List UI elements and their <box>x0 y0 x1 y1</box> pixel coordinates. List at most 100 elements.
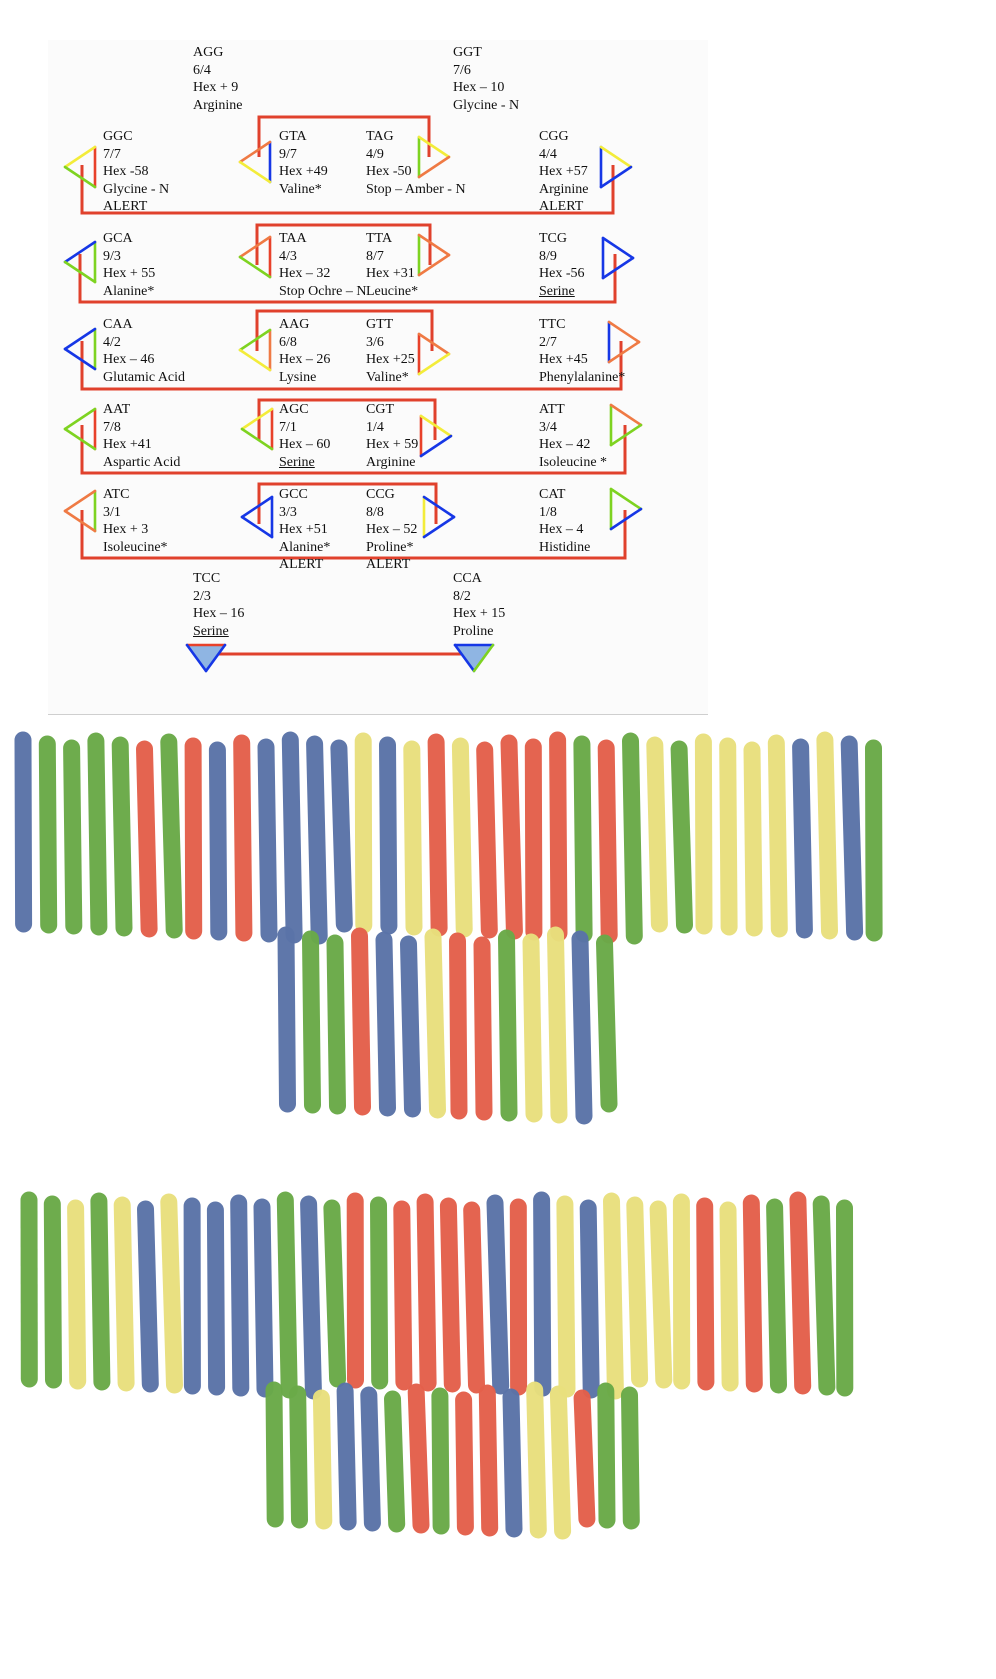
stripe <box>300 1195 322 1400</box>
stripe <box>160 1193 183 1394</box>
stripe <box>522 933 543 1123</box>
codon-detail: Hex – 10 <box>453 80 505 96</box>
stripe <box>719 737 738 936</box>
stripe <box>455 1391 474 1536</box>
codon-detail: ALERT <box>366 557 411 573</box>
stripe <box>416 1193 437 1392</box>
row-connector-outer-1 <box>80 165 615 215</box>
triangle-edge <box>240 407 274 431</box>
codon-label: TAA <box>279 231 307 246</box>
codon-label: ATC <box>103 487 130 502</box>
triangle-edge <box>240 495 274 519</box>
codon-label: AAG <box>279 317 310 332</box>
triangle-edge <box>238 348 272 372</box>
stripe <box>573 1389 596 1528</box>
triangle-edge <box>607 320 641 344</box>
codon-detail: 1/4 <box>366 419 384 435</box>
codon-detail: 6/4 <box>193 62 211 78</box>
stripe <box>281 731 303 944</box>
codon-detail: Hex + 9 <box>193 80 239 96</box>
codon-label: GTT <box>366 317 394 332</box>
triangle-edge <box>417 155 451 179</box>
codon-detail: Hex + 59 <box>366 437 419 453</box>
stripe <box>276 1191 298 1399</box>
codon-detail: Lysine <box>279 369 317 385</box>
codon-detail: Hex -50 <box>366 164 412 180</box>
codon-detail: Valine* <box>279 181 322 197</box>
codon-detail: Hex +51 <box>279 522 328 538</box>
stripe-sequence-1a <box>14 731 883 945</box>
stripe <box>407 1383 430 1534</box>
codon-detail: Serine <box>193 623 229 639</box>
codon-detail: 4/3 <box>279 248 297 264</box>
codon-detail: 6/8 <box>279 334 297 350</box>
triangle-edge <box>63 427 97 451</box>
codon-detail: 9/3 <box>103 248 121 264</box>
triangle-edge <box>609 487 643 511</box>
codon-detail: 3/3 <box>279 504 297 520</box>
codon-detail: 8/9 <box>539 248 557 264</box>
codon-detail: Hex – 46 <box>103 352 155 368</box>
stripe <box>87 732 108 936</box>
stripe <box>277 926 296 1113</box>
triangle-edge <box>204 643 227 673</box>
codon-label: AGC <box>279 402 309 417</box>
stripe <box>473 936 493 1121</box>
triangle-edge <box>63 327 97 351</box>
triangle-fill <box>455 645 493 671</box>
codon-detail: Hex +41 <box>103 437 152 453</box>
codon-detail: 7/1 <box>279 419 297 435</box>
stripe <box>696 1197 715 1391</box>
triangle-edge <box>63 489 97 513</box>
codon-detail: Alanine* <box>103 283 155 299</box>
triangle-edge <box>417 253 451 277</box>
codon-detail: Arginine <box>539 181 589 197</box>
codon-detail: 2/3 <box>193 588 211 604</box>
stripe <box>336 1382 357 1531</box>
codon-label: CAT <box>539 487 566 502</box>
stripe <box>526 1381 547 1539</box>
stripe <box>312 1389 333 1530</box>
stripe <box>137 1200 159 1393</box>
triangle-edge <box>63 165 97 189</box>
codon-label: CGG <box>539 129 569 144</box>
codon-detail: 8/7 <box>366 248 384 264</box>
codon-detail: Glycine - N <box>103 181 170 197</box>
stripe <box>393 1200 413 1391</box>
stripe <box>136 740 158 938</box>
stripe <box>792 738 813 939</box>
stripe <box>302 930 321 1114</box>
triangle-edge <box>238 328 272 352</box>
codon-label: CCA <box>453 571 482 586</box>
stripe <box>603 1192 624 1400</box>
stripe <box>400 935 421 1118</box>
stripe <box>403 740 423 936</box>
row-connector-inner-4 <box>257 398 437 440</box>
stripe <box>354 732 373 934</box>
codon-detail: ALERT <box>103 199 148 215</box>
codon-detail: Proline* <box>366 539 414 555</box>
codon-detail: Serine <box>279 454 315 470</box>
triangle-edge <box>63 407 97 431</box>
codon-connector-diagram <box>63 115 643 673</box>
row-connector-outer-4 <box>80 425 627 475</box>
triangle-fill <box>187 645 225 671</box>
codon-label: GCC <box>279 487 308 502</box>
triangle-edge <box>63 260 97 284</box>
stripe <box>597 1382 616 1529</box>
triangle-edge <box>422 495 456 519</box>
stripe <box>789 1191 812 1395</box>
stripe <box>622 732 643 945</box>
